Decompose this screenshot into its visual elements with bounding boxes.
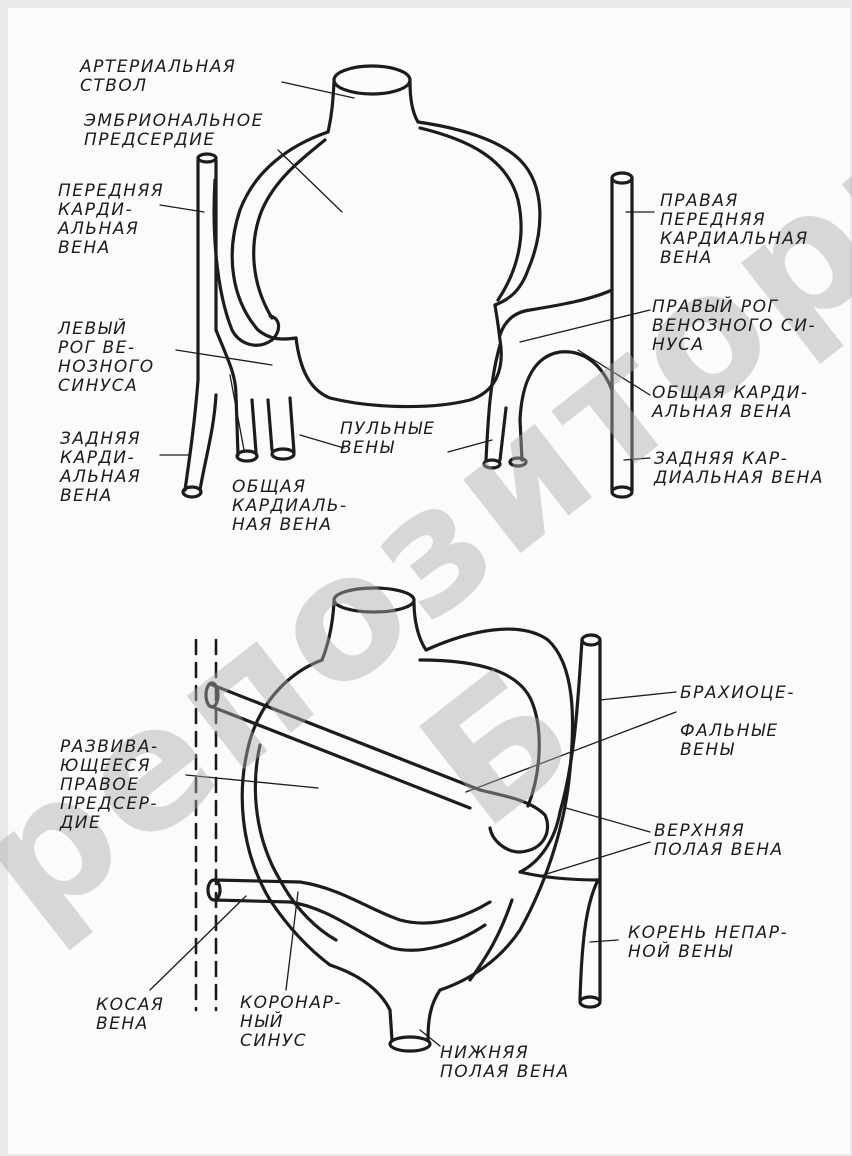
- pulmonary-vein-opening-2: [510, 458, 526, 466]
- brachiocephalic-vein: [210, 684, 480, 808]
- label-developing-right-atrium: РАЗВИВА- ЮЩЕЕСЯ ПРАВОЕ ПРЕДСЕР- ДИЕ: [60, 738, 159, 833]
- right-brachiocephalic-opening: [582, 635, 600, 645]
- lower-ventricle-edge: [470, 900, 512, 980]
- aorta-opening: [334, 588, 414, 612]
- atrium-inner-curve: [254, 140, 325, 318]
- right-atrium-outer: [426, 629, 573, 990]
- ivc-opening: [390, 1037, 430, 1051]
- label-common-cardinal-vein-right: ОБЩАЯ КАРДИ- АЛЬНАЯ ВЕНА: [652, 384, 809, 422]
- right-anterior-cardinal-vein: [612, 178, 632, 490]
- left-common-cardinal-opening-1: [237, 451, 257, 461]
- inferior-vena-cava: [330, 965, 440, 1040]
- label-anterior-cardinal-vein: ПЕРЕДНЯЯ КАРДИ- АЛЬНАЯ ВЕНА: [58, 182, 164, 258]
- label-azygos-vein-root: КОРЕНЬ НЕПАР- НОЙ ВЕНЫ: [628, 924, 788, 962]
- right-anterior-cardinal-opening: [612, 173, 632, 183]
- arterial-trunk-opening: [334, 66, 410, 94]
- label-embryonic-atrium: ЭМБРИОНАЛЬНОЕ ПРЕДСЕРДИЕ: [84, 112, 264, 150]
- label-coronary-sinus: КОРОНАР- НЫЙ СИНУС: [240, 994, 342, 1051]
- label-posterior-cardinal-vein-left: ЗАДНЯЯ КАРДИ- АЛЬНАЯ ВЕНА: [60, 430, 141, 506]
- left-common-cardinal-vessel-2: [268, 398, 294, 452]
- label-superior-vena-cava: ВЕРХНЯЯ ПОЛАЯ ВЕНА: [654, 822, 784, 860]
- label-brachiocephalic-veins: БРАХИОЦЕ- ФАЛЬНЫЕ ВЕНЫ: [680, 684, 795, 760]
- label-right-horn-sinus: ПРАВЫЙ РОГ ВЕНОЗНОГО СИ- НУСА: [652, 298, 816, 355]
- label-arterial-trunk: АРТЕРИАЛЬНАЯ СТВОЛ: [80, 58, 236, 96]
- left-anterior-cardinal-opening: [198, 154, 216, 162]
- oblique-vein-opening: [208, 880, 220, 900]
- coronary-sinus: [214, 880, 490, 950]
- label-oblique-vein: КОСАЯ ВЕНА: [96, 996, 164, 1034]
- bottom-leader-lines: [150, 692, 676, 1046]
- label-common-cardinal-vein-left: ОБЩАЯ КАРДИАЛЬ- НАЯ ВЕНА: [232, 478, 348, 535]
- left-posterior-cardinal-vein: [185, 380, 216, 490]
- superior-vena-cava-loop: [480, 790, 548, 852]
- svc-junction: [520, 872, 600, 880]
- azygos-opening: [580, 997, 600, 1007]
- right-posterior-cardinal-opening: [612, 487, 632, 497]
- left-common-cardinal-vessel: [216, 330, 256, 455]
- label-right-anterior-cardinal-vein: ПРАВАЯ ПЕРЕДНЯЯ КАРДИАЛЬНАЯ ВЕНА: [660, 192, 809, 268]
- label-posterior-cardinal-vein-right: ЗАДНЯЯ КАР- ДИАЛЬНАЯ ВЕНА: [654, 450, 824, 488]
- label-left-horn-sinus: ЛЕВЫЙ РОГ ВЕ- НОЗНОГО СИНУСА: [58, 320, 155, 396]
- bottom-developing-heart: [196, 588, 600, 1051]
- left-posterior-cardinal-opening: [183, 487, 201, 497]
- left-horn-loop: [214, 180, 278, 345]
- label-inferior-vena-cava: НИЖНЯЯ ПОЛАЯ ВЕНА: [440, 1044, 570, 1082]
- sinus-venosus-body: [296, 305, 501, 407]
- left-common-cardinal-opening-2: [272, 449, 294, 459]
- right-atrium-inner: [420, 660, 539, 806]
- pulmonary-vein-opening-1: [484, 460, 500, 468]
- right-brachiocephalic-vessel: [560, 640, 600, 1000]
- right-atrial-arc: [420, 128, 521, 300]
- pulmonary-vein-stubs: [486, 345, 506, 460]
- label-pulmonary-veins: ПУЛЬНЫЕ ВЕНЫ: [340, 420, 436, 458]
- right-horn-sinus: [500, 290, 612, 460]
